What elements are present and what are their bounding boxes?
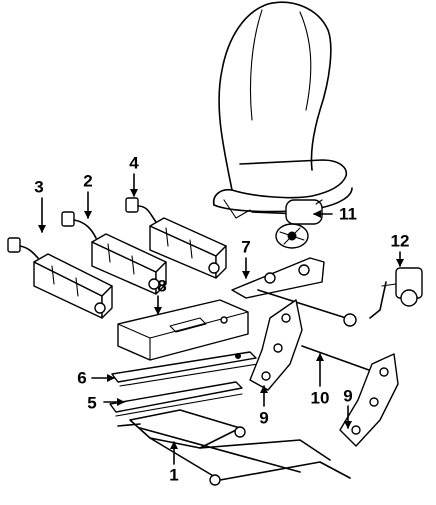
- switch-unit-4: [125, 197, 227, 279]
- callout-7: 7: [241, 237, 251, 257]
- callout-9-right: 9: [343, 386, 353, 406]
- cable-10: [301, 345, 381, 375]
- callout-2: 2: [83, 171, 93, 191]
- switch-unit-2: [61, 211, 167, 295]
- motor-12: [369, 267, 423, 319]
- hinge-bracket-9-left: [249, 299, 303, 391]
- callout-3: 3: [34, 177, 44, 197]
- seat-assembly: [212, 1, 353, 219]
- callout-5: 5: [87, 393, 97, 413]
- seat-track-6: [111, 351, 259, 387]
- switch-unit-3: [7, 237, 113, 319]
- seat-frame-1: [117, 409, 351, 486]
- callout-12: 12: [390, 231, 410, 251]
- hinge-bracket-9-right: [339, 353, 399, 447]
- callout-4: 4: [129, 153, 139, 173]
- leader-lines: [38, 173, 404, 465]
- callout-8: 8: [157, 276, 167, 296]
- callout-6: 6: [77, 368, 87, 388]
- callout-1: 1: [169, 465, 179, 485]
- callout-10: 10: [310, 388, 330, 408]
- control-module-8: [117, 299, 249, 361]
- seat-track-5: [109, 381, 243, 417]
- callout-9-left: 9: [259, 408, 269, 428]
- motor-11: [275, 199, 323, 249]
- callout-11: 11: [339, 204, 357, 224]
- tilt-linkage-7: [231, 257, 357, 327]
